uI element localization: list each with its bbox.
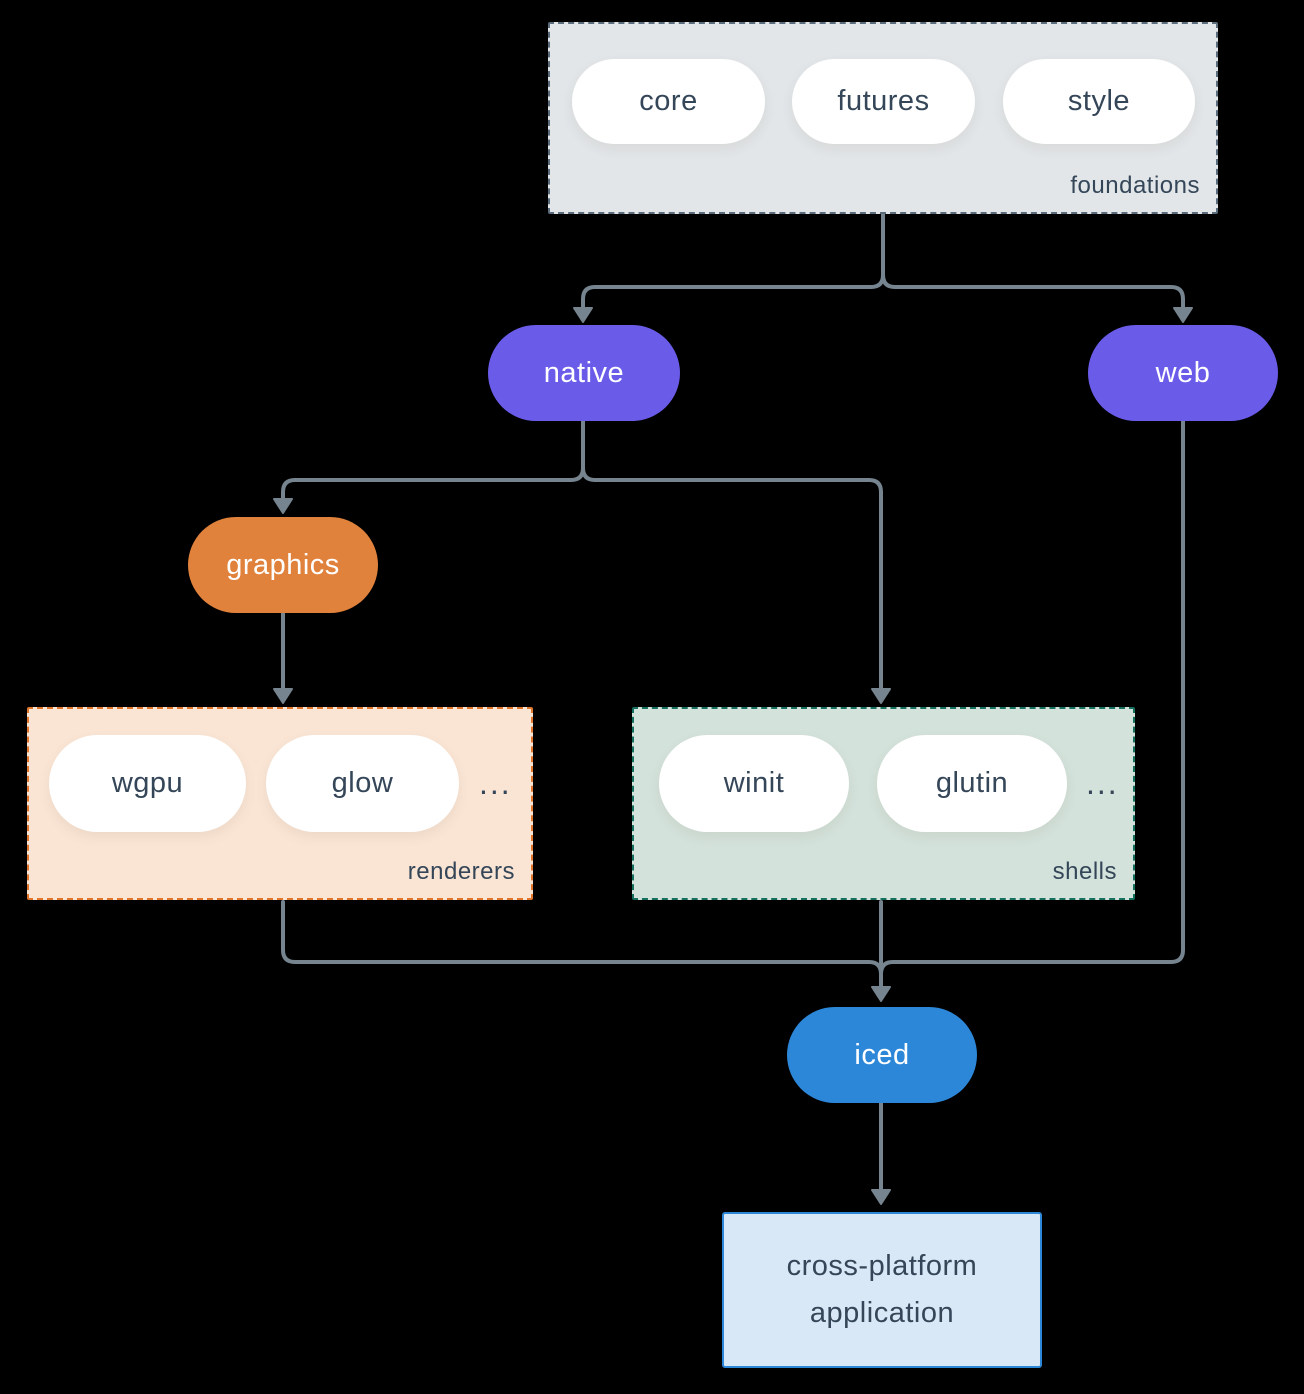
pill-core: core <box>572 59 765 144</box>
group-shells-label: shells <box>1052 858 1117 885</box>
node-web-label: web <box>1155 356 1211 389</box>
pill-style-label: style <box>1067 85 1131 117</box>
edge-native-graphics <box>281 419 585 505</box>
arrowhead-renderers <box>273 688 293 704</box>
pill-winit: winit <box>659 735 849 832</box>
node-graphics-label: graphics <box>226 548 340 581</box>
node-web: web <box>1088 325 1278 421</box>
pill-futures-label: futures <box>837 85 930 117</box>
group-renderers: wgpu glow ... renderers <box>27 707 533 900</box>
pill-style: style <box>1003 59 1195 144</box>
edge-native-shells <box>581 419 883 694</box>
group-foundations-label: foundations <box>1070 172 1200 199</box>
group-shells: winit glutin ... shells <box>632 707 1135 900</box>
node-iced: iced <box>787 1007 977 1103</box>
pill-futures: futures <box>792 59 975 144</box>
group-renderers-label: renderers <box>407 858 515 885</box>
pill-glow: glow <box>266 735 459 832</box>
pill-core-label: core <box>639 85 698 117</box>
pill-wgpu-label: wgpu <box>111 767 184 799</box>
edge-renderers-merge <box>281 900 883 976</box>
arrowhead-shells <box>871 688 891 704</box>
edge-foundations-web <box>881 213 1185 314</box>
node-native-label: native <box>543 356 625 389</box>
node-application-label: cross-platform application <box>786 1250 978 1329</box>
pill-glow-label: glow <box>331 767 394 799</box>
node-native: native <box>488 325 680 421</box>
pill-winit-label: winit <box>723 767 785 799</box>
arrowhead-web <box>1173 307 1193 323</box>
pill-glutin-label: glutin <box>935 767 1009 799</box>
arrowhead-graphics <box>273 498 293 514</box>
shells-ellipsis: ... <box>1086 765 1119 801</box>
arrowhead-application <box>871 1189 891 1205</box>
arrowhead-iced <box>871 986 891 1002</box>
node-iced-label: iced <box>854 1038 910 1071</box>
renderers-ellipsis: ... <box>479 765 512 801</box>
group-foundations: core futures style foundations <box>548 22 1218 214</box>
node-graphics: graphics <box>188 517 378 613</box>
pill-wgpu: wgpu <box>49 735 246 832</box>
node-application: cross-platform application <box>722 1212 1042 1368</box>
edge-foundations-native <box>581 213 885 314</box>
pill-glutin: glutin <box>877 735 1067 832</box>
arrowhead-native <box>573 307 593 323</box>
